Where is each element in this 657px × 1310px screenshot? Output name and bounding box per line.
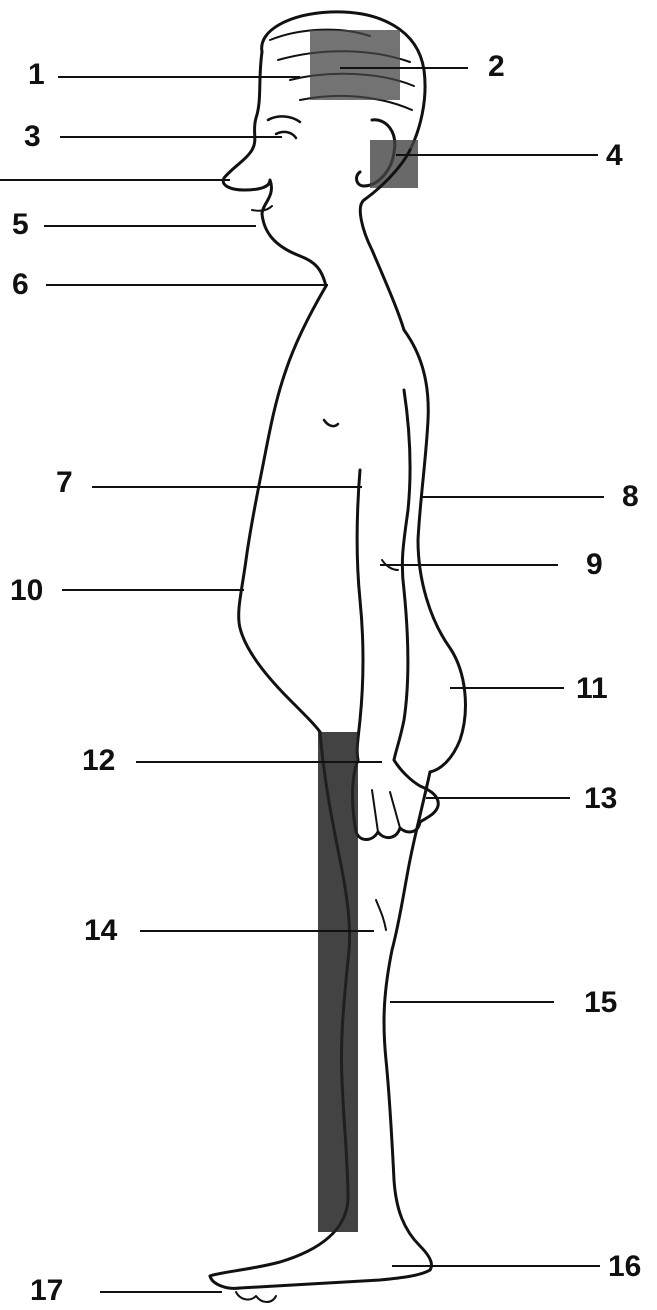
eyebrow <box>268 116 300 122</box>
label-9: 9 <box>586 550 603 580</box>
label-3: 3 <box>24 122 41 152</box>
hand <box>353 760 439 840</box>
label-17: 17 <box>30 1276 63 1306</box>
label-1: 1 <box>28 60 45 90</box>
nipple <box>324 420 338 426</box>
back <box>404 330 465 772</box>
chest-front <box>239 286 326 732</box>
label-8: 8 <box>622 482 639 512</box>
foot <box>210 1270 430 1288</box>
label-5: 5 <box>12 210 29 240</box>
label-11: 11 <box>576 674 608 704</box>
arm-back <box>394 390 410 760</box>
leg-shadow <box>318 732 358 1232</box>
leader-lines <box>0 68 604 1292</box>
label-12: 12 <box>82 746 115 776</box>
label-13: 13 <box>584 784 617 814</box>
label-7: 7 <box>56 468 73 498</box>
label-10: 10 <box>10 576 43 606</box>
label-6: 6 <box>12 270 29 300</box>
sideburn-shading <box>370 140 418 188</box>
label-4: 4 <box>606 141 623 171</box>
leg-back <box>384 772 432 1270</box>
hair-shading <box>310 30 400 100</box>
arm-front <box>357 470 363 760</box>
finger-line-2 <box>390 792 400 828</box>
label-15: 15 <box>584 988 617 1018</box>
toes <box>236 1292 276 1302</box>
knee-mark <box>376 900 386 930</box>
label-16: 16 <box>608 1252 641 1282</box>
label-14: 14 <box>84 916 117 946</box>
label-2: 2 <box>488 52 505 82</box>
finger-line-1 <box>372 790 378 832</box>
